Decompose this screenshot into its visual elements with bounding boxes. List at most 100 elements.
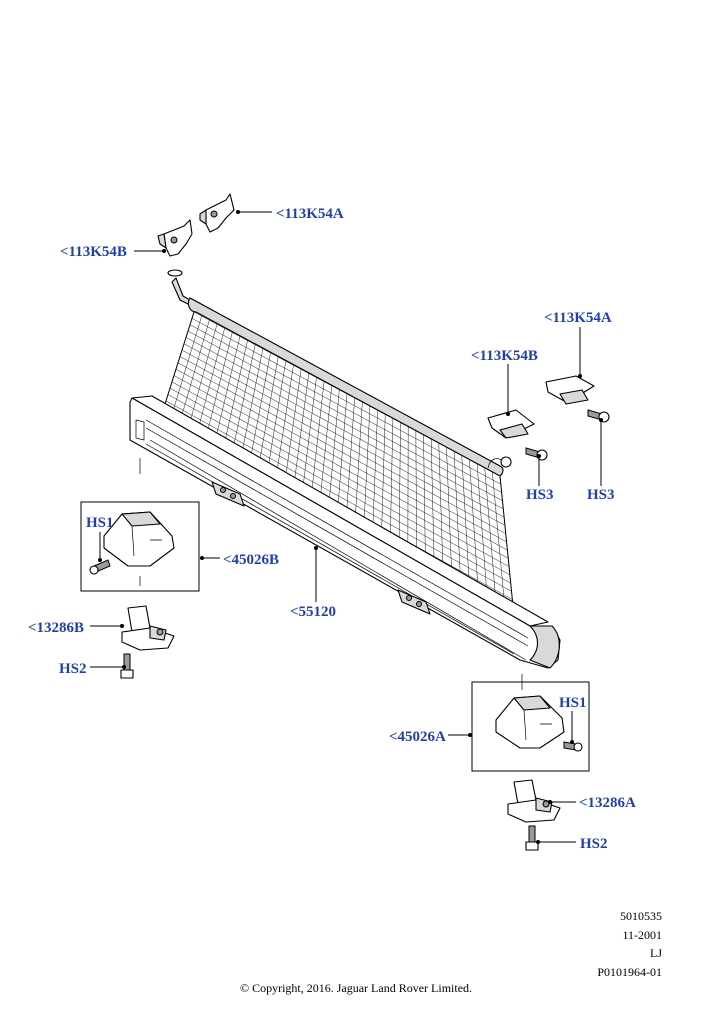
mesh-strand	[327, 389, 340, 514]
bracket-113k54a-top[interactable]	[199, 193, 235, 233]
mesh-strand	[310, 381, 325, 504]
bracket-113k54a-right[interactable]	[545, 375, 595, 405]
callout-113k54a-top[interactable]: <113K54A	[276, 206, 344, 222]
mesh-strand	[185, 337, 504, 510]
callout-13286b[interactable]: <13286B	[28, 620, 84, 636]
cassette-left-endcap	[135, 419, 145, 441]
inset-box-45026a	[471, 681, 590, 772]
mesh-strand	[265, 361, 287, 479]
callout-55120[interactable]: <55120	[290, 604, 336, 620]
screw-hs1-left[interactable]	[89, 559, 111, 575]
mesh-strand	[301, 377, 317, 499]
left-post-cap	[167, 269, 183, 277]
mesh-strand	[212, 336, 241, 450]
mesh-strand	[484, 467, 497, 607]
mesh-strand	[415, 430, 417, 563]
bracket-113k54b-top[interactable]	[157, 219, 193, 257]
screw-hs3-right[interactable]	[587, 409, 610, 423]
leader-lines	[90, 210, 603, 844]
mesh-strand	[469, 459, 479, 597]
mesh-strand	[191, 318, 501, 485]
mesh-strand	[430, 439, 435, 572]
bolt-hs2-right[interactable]	[525, 825, 539, 851]
bracket-45026a[interactable]	[495, 695, 565, 749]
mesh-strand	[168, 316, 202, 425]
mesh-strand	[177, 362, 507, 543]
mesh-strand	[195, 328, 225, 440]
mesh-strand	[492, 471, 506, 612]
callout-45026b[interactable]: <45026B	[223, 552, 279, 568]
illustration-id: P0101964-01	[597, 964, 662, 979]
mesh-strand	[476, 463, 488, 602]
mesh-strand	[181, 349, 506, 526]
callout-hs3-left[interactable]: HS3	[526, 487, 554, 503]
inset-box-45026b	[80, 501, 200, 592]
mesh-strand	[461, 455, 470, 592]
mesh-strand	[221, 340, 248, 455]
model-code: LJ	[650, 946, 662, 960]
net-mesh	[159, 311, 515, 617]
mesh-strand	[274, 365, 294, 484]
callout-113k54a-right[interactable]: <113K54A	[544, 310, 612, 326]
callout-hs2-left[interactable]: HS2	[59, 661, 87, 677]
mesh-strand	[175, 368, 508, 551]
mesh-strand	[453, 451, 462, 587]
mesh-strand	[499, 475, 515, 617]
mesh-strand	[257, 357, 279, 474]
screw-hs3-left[interactable]	[525, 447, 548, 461]
copyright-notice: © Copyright, 2016. Jaguar Land Rover Lim…	[239, 981, 473, 995]
bracket-45026b[interactable]	[103, 511, 175, 567]
left-net-post	[171, 277, 191, 305]
callout-hs3-right[interactable]: HS3	[587, 487, 615, 503]
mesh-strand	[438, 443, 444, 577]
mesh-strand	[204, 332, 233, 445]
mesh-strand	[171, 381, 510, 567]
mesh-strand	[336, 393, 348, 519]
mesh-strand	[193, 311, 501, 477]
callout-hs2-right[interactable]: HS2	[580, 836, 608, 852]
mesh-strand	[446, 447, 453, 582]
cassette-mount-left	[211, 481, 245, 507]
cassette-right-endcap	[529, 625, 560, 669]
drawing-number: 5010535	[620, 909, 662, 923]
callout-113k54b-top[interactable]: <113K54B	[60, 244, 127, 260]
mesh-strand	[177, 320, 210, 430]
callout-hs1-left[interactable]: HS1	[86, 515, 114, 531]
mesh-strand	[381, 414, 386, 543]
mesh-strand	[354, 402, 363, 528]
mesh-strand	[187, 330, 503, 501]
callout-113k54b-right[interactable]: <113K54B	[471, 348, 538, 364]
mesh-strand	[169, 388, 510, 576]
mesh-strand	[423, 434, 426, 568]
drawing-meta: 5010535 11-2001 LJ P0101964-01	[597, 907, 662, 981]
mesh-strand	[173, 375, 509, 559]
mesh-strand	[179, 356, 506, 534]
mesh-strand	[248, 352, 271, 470]
mesh-strand	[398, 422, 401, 553]
mesh-strand	[363, 406, 371, 533]
drawing-date: 11-2001	[622, 927, 662, 942]
mesh-strand	[183, 343, 505, 518]
mesh-strand	[189, 324, 502, 493]
callout-45026a[interactable]: <45026A	[389, 729, 446, 745]
mesh-strand	[372, 410, 378, 538]
latch-13286a[interactable]	[507, 779, 561, 823]
cassette-grooves	[145, 419, 529, 661]
mesh-strand	[167, 394, 511, 584]
mesh-strand	[389, 418, 394, 548]
mesh-strand	[230, 344, 256, 460]
mesh-strand	[345, 398, 355, 523]
mesh-strand	[319, 385, 332, 509]
mesh-strand	[239, 348, 264, 465]
right-hook-knob	[500, 456, 512, 468]
mesh-strand	[283, 369, 302, 489]
callout-hs1-right[interactable]: HS1	[559, 695, 587, 711]
callout-13286a[interactable]: <13286A	[579, 795, 636, 811]
mesh-strand	[186, 324, 218, 435]
bracket-113k54b-right[interactable]	[487, 409, 535, 439]
mesh-strand	[292, 373, 309, 494]
mesh-strand	[159, 311, 195, 421]
cargo-net-assembly[interactable]	[129, 269, 561, 669]
latch-13286b[interactable]	[121, 605, 175, 651]
